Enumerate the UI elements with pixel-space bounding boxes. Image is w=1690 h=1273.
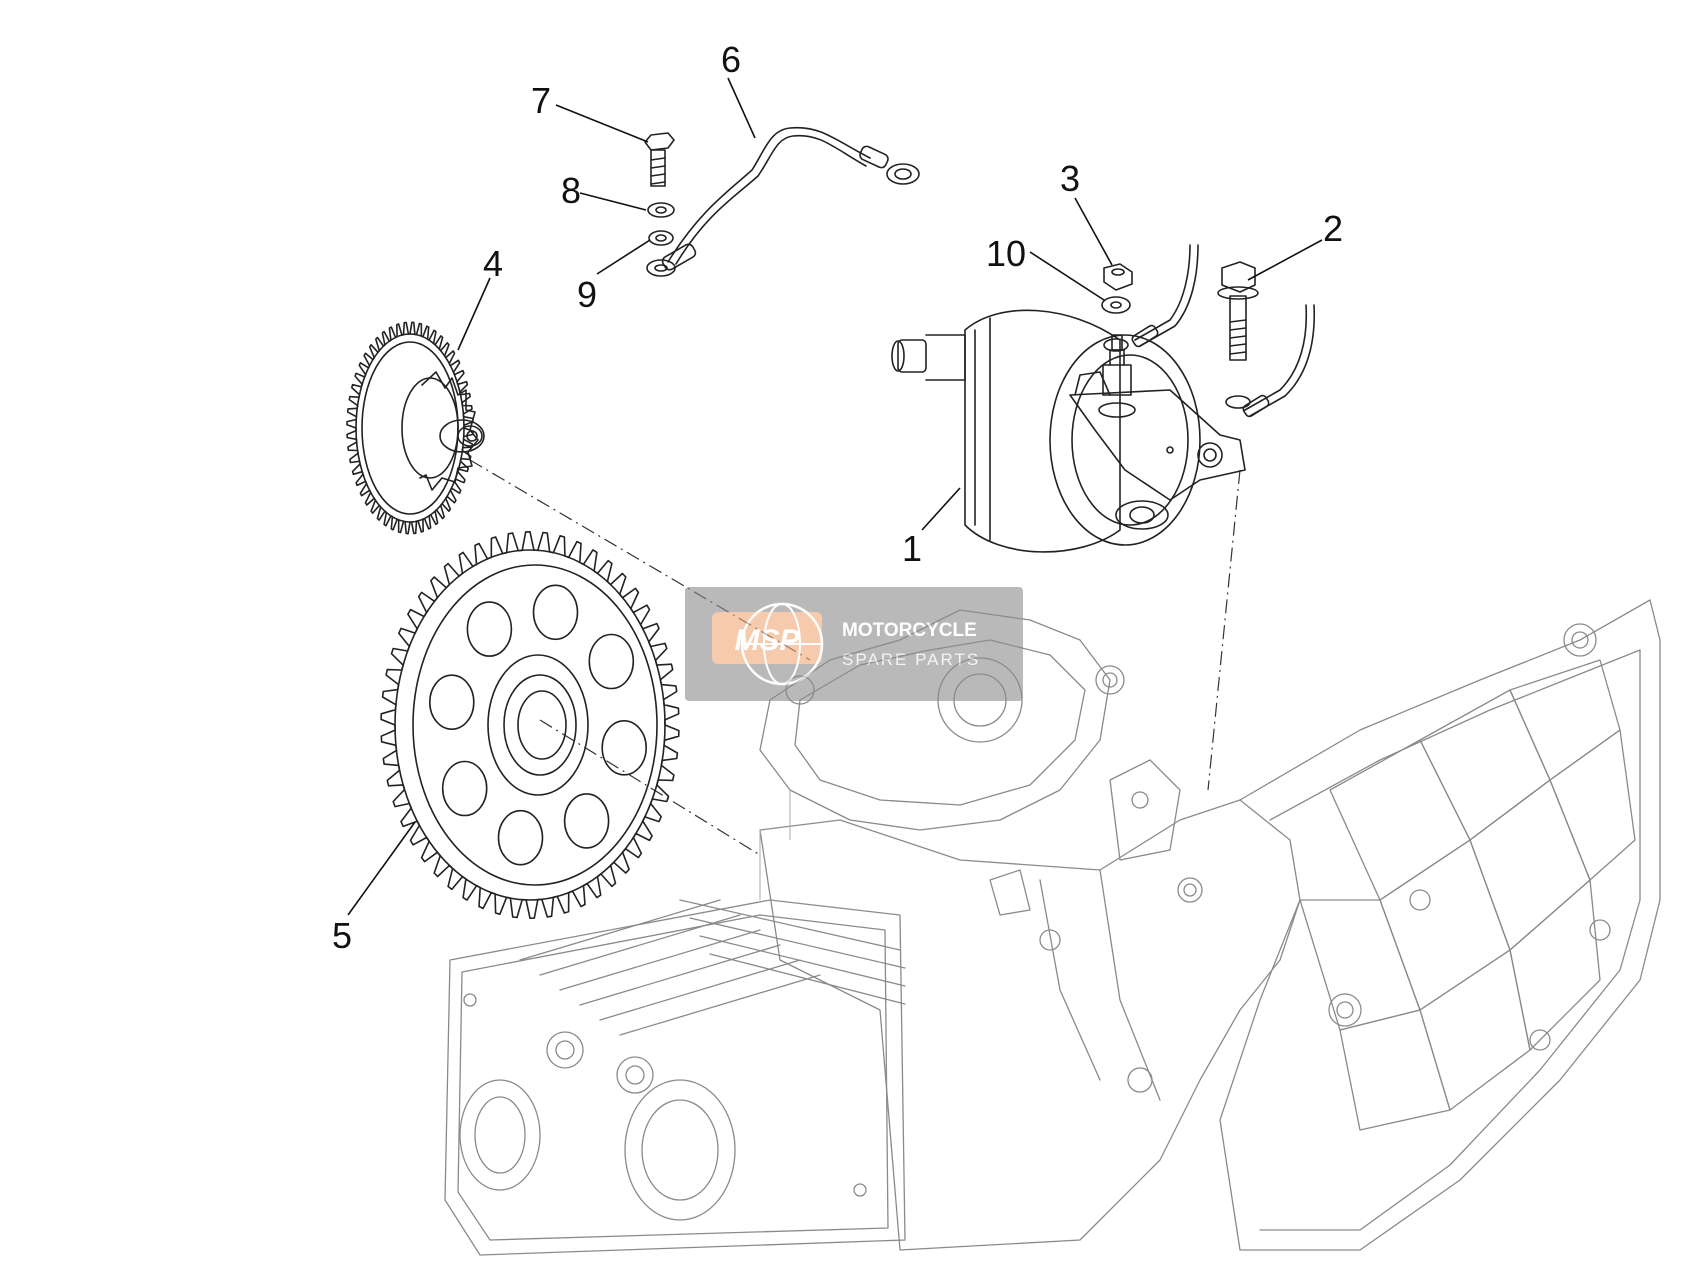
callout-4: 4 bbox=[483, 243, 503, 284]
watermark-line1: MOTORCYCLE bbox=[842, 620, 977, 641]
ring-gear-hole bbox=[466, 601, 513, 657]
callout-1: 1 bbox=[902, 528, 922, 569]
leader-4 bbox=[457, 277, 491, 351]
callout-leaders bbox=[347, 77, 1323, 916]
callout-6: 6 bbox=[721, 39, 741, 80]
starter-motor bbox=[891, 309, 1246, 553]
leader-3 bbox=[1074, 197, 1113, 266]
leader-1 bbox=[921, 487, 961, 531]
idler-gear bbox=[346, 321, 485, 535]
ring-gear-holes bbox=[428, 584, 648, 866]
callout-2: 2 bbox=[1323, 208, 1343, 249]
callout-8: 8 bbox=[561, 170, 581, 211]
ring-gear-tooth-ring bbox=[380, 531, 680, 919]
idler-gear-teeth bbox=[346, 321, 474, 535]
lock-washer bbox=[646, 230, 676, 277]
callout-10: 10 bbox=[986, 233, 1026, 274]
leader-7 bbox=[555, 104, 649, 143]
starter-ring-gear bbox=[380, 531, 680, 919]
watermark-line2: SPARE PARTS bbox=[842, 650, 980, 669]
ring-gear-hole bbox=[497, 809, 544, 866]
terminal-wires bbox=[1131, 244, 1316, 418]
ring-gear-hole bbox=[563, 793, 610, 849]
washer bbox=[647, 202, 675, 218]
alignment-axes bbox=[469, 459, 1241, 856]
leader-2 bbox=[1247, 239, 1323, 281]
idler-gear-tooth-ring bbox=[346, 321, 474, 535]
motor-flange-bolt bbox=[1217, 261, 1259, 409]
leader-5 bbox=[347, 821, 416, 916]
watermark: MSP MOTORCYCLE SPARE PARTS bbox=[685, 587, 1023, 701]
leader-9 bbox=[596, 239, 651, 275]
engine-crankcase-ghost bbox=[444, 599, 1661, 1256]
ground-cable bbox=[661, 126, 920, 271]
watermark-badge-box bbox=[712, 612, 822, 664]
axis-idler-gear bbox=[469, 459, 811, 661]
terminal-nut bbox=[1103, 263, 1133, 291]
callout-labels: 1 2 3 4 5 6 7 8 9 10 bbox=[332, 39, 1343, 956]
cable-bolt bbox=[644, 132, 675, 187]
callout-9: 9 bbox=[577, 274, 597, 315]
ring-gear-hole bbox=[441, 760, 488, 817]
ring-gear-hole bbox=[532, 584, 579, 641]
leader-6 bbox=[727, 77, 756, 139]
axis-ring-gear bbox=[539, 719, 761, 856]
terminal-washer bbox=[1101, 296, 1131, 352]
leader-10 bbox=[1029, 251, 1105, 301]
axis-flange-bolt bbox=[1207, 469, 1241, 791]
callout-3: 3 bbox=[1060, 158, 1080, 199]
callout-7: 7 bbox=[531, 80, 551, 121]
ring-gear-hole bbox=[588, 633, 635, 690]
ring-gear-hole bbox=[601, 719, 648, 776]
leader-8 bbox=[579, 192, 647, 211]
ring-gear-teeth bbox=[380, 531, 680, 919]
ring-gear-hole bbox=[428, 674, 475, 731]
callout-5: 5 bbox=[332, 915, 352, 956]
